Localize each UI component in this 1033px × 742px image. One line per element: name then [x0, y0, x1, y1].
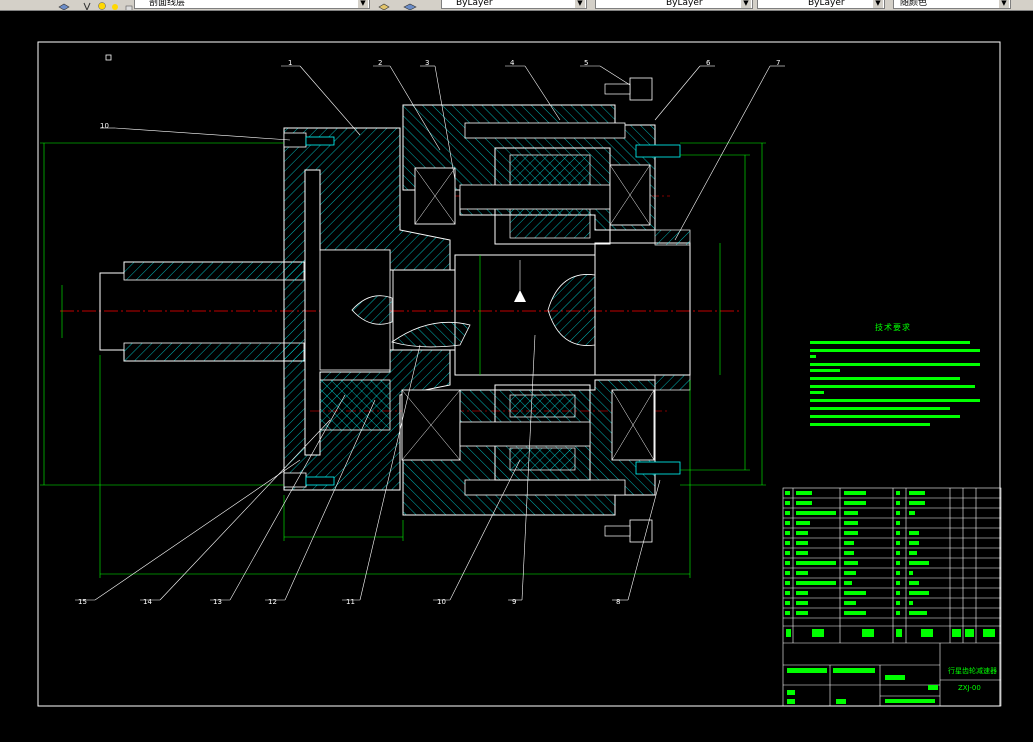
balloon-2: 2	[378, 59, 383, 67]
upper-planet-pin	[459, 184, 611, 210]
bolt-head-lower-left	[283, 472, 307, 488]
chevron-down-icon[interactable]: ▼	[873, 0, 883, 8]
technical-requirements: 技术要求	[808, 322, 980, 448]
shaft-key-left	[351, 295, 393, 325]
bolt-upper-right	[635, 144, 681, 158]
section-arrow-up	[514, 290, 526, 302]
lower-carrier-left	[319, 379, 391, 431]
balloon-1: 1	[288, 59, 293, 67]
balloon-14: 14	[143, 598, 152, 606]
plotstyle-control-value: 随颜色	[900, 0, 928, 8]
drawing-number: ZXJ-00	[958, 684, 981, 692]
drawing-canvas[interactable]: 技术要求 1 2 3 4 5 6 7 10 15 14 13 12 1	[0, 11, 1033, 738]
lower-planet-gear-tooth-hatch-2	[509, 447, 576, 471]
bolt-shank-lower-left	[305, 476, 335, 486]
balloon-4: 4	[510, 59, 515, 67]
lineweight-control-value: ByLayer	[808, 0, 845, 8]
lower-planet-pin	[459, 421, 591, 447]
plotstyle-control-dropdown[interactable]: 随颜色 ▼	[893, 0, 1011, 9]
bolt-shank-upper-left	[305, 136, 335, 146]
layer-previous-icon[interactable]	[403, 0, 417, 10]
balloon-3: 3	[425, 59, 430, 67]
bolt-head-top	[629, 77, 653, 101]
make-current-layer-icon[interactable]	[378, 0, 390, 10]
technical-requirements-title: 技术要求	[875, 323, 911, 332]
ring-gear-teeth-lower	[464, 479, 626, 496]
output-shaft	[594, 242, 691, 376]
output-shaft-shoulder-upper	[654, 229, 691, 246]
layer-manager-icon[interactable]	[58, 0, 70, 10]
dimension-lines	[40, 142, 766, 578]
layer-name: 剖面线层	[149, 0, 186, 8]
linetype-control-value: ByLayer	[666, 0, 703, 8]
bom-cell-marks	[785, 491, 995, 704]
bolt-shank-bottom	[604, 525, 631, 537]
bolt-shank-top	[604, 83, 631, 95]
technical-requirements-lines	[810, 341, 980, 426]
bolt-lower-right	[635, 461, 681, 475]
balloon-9: 9	[512, 598, 517, 606]
assembly-drawing	[37, 41, 1002, 707]
lightbulb-icon[interactable]	[97, 0, 107, 10]
upper-planet-gear-tooth-hatch-2	[509, 207, 591, 239]
sun-gear-shaft	[392, 269, 456, 351]
lineweight-control-dropdown[interactable]: ByLayer ▼	[757, 0, 885, 9]
carrier-key-right	[547, 274, 596, 346]
drawing-title: 行星齿轮减速器	[948, 667, 997, 675]
color-control-value: ByLayer	[456, 0, 493, 8]
balloon-11: 11	[346, 598, 355, 606]
chevron-down-icon[interactable]: ▼	[741, 0, 751, 8]
balloon-15: 15	[78, 598, 87, 606]
output-shaft-shoulder-lower	[654, 374, 691, 391]
balloon-5: 5	[584, 59, 589, 67]
chevron-down-icon[interactable]: ▼	[358, 0, 368, 8]
layer-state-icon[interactable]	[82, 0, 92, 10]
layer-control-dropdown[interactable]: 剖面线层 ▼	[134, 0, 370, 9]
shaft-key-inclined	[391, 321, 471, 348]
balloon-6: 6	[706, 59, 711, 67]
sun-icon[interactable]	[110, 0, 120, 10]
layers-toolbar: 剖面线层 ▼ ByLayer ▼ ByLayer ▼ ByLayer ▼ 随颜色…	[0, 0, 1033, 11]
chevron-down-icon[interactable]: ▼	[575, 0, 585, 8]
balloon-10-bottom: 10	[437, 598, 446, 606]
chevron-down-icon[interactable]: ▼	[999, 0, 1009, 8]
bom-table	[782, 487, 1002, 707]
color-control-dropdown[interactable]: ByLayer ▼	[441, 0, 587, 9]
upper-planet-gear-tooth-hatch	[509, 154, 591, 186]
lock-icon[interactable]	[124, 0, 134, 10]
sheet-border	[37, 41, 1001, 707]
origin-marker	[105, 54, 112, 61]
ring-gear-teeth-upper	[464, 122, 626, 139]
leader-lines	[75, 65, 785, 601]
balloon-7: 7	[776, 59, 781, 67]
linetype-control-dropdown[interactable]: ByLayer ▼	[595, 0, 753, 9]
balloon-10-left: 10	[100, 122, 109, 130]
input-shaft-upper-hatch	[123, 261, 305, 281]
input-shaft-lower-hatch	[123, 342, 305, 362]
balloon-12: 12	[268, 598, 277, 606]
balloon-8: 8	[616, 598, 621, 606]
balloon-13: 13	[213, 598, 222, 606]
lower-planet-gear-tooth-hatch	[509, 394, 576, 418]
